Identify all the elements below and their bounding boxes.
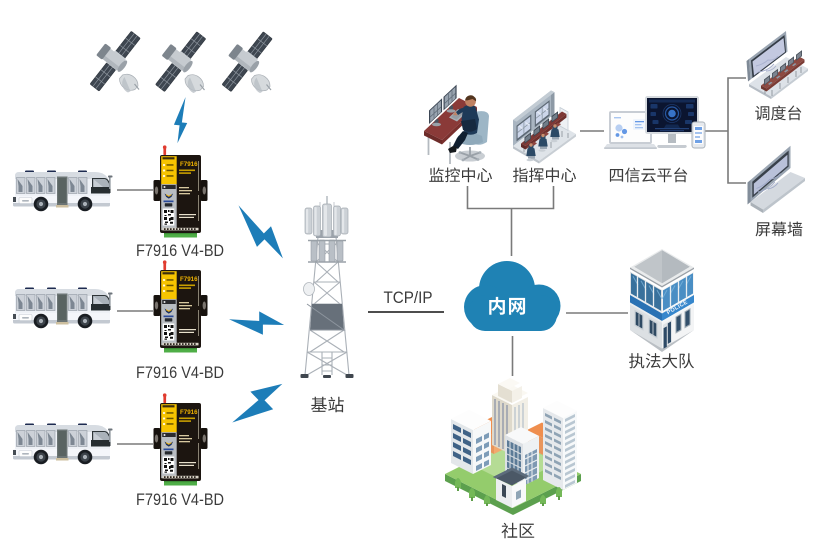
svg-text:F7916 V4-BD: F7916 V4-BD <box>136 241 224 260</box>
svg-text:F7916 V4-BD: F7916 V4-BD <box>136 363 224 382</box>
svg-text:F7916 V4-BD: F7916 V4-BD <box>136 490 224 509</box>
svg-text:TCP/IP: TCP/IP <box>384 288 433 307</box>
